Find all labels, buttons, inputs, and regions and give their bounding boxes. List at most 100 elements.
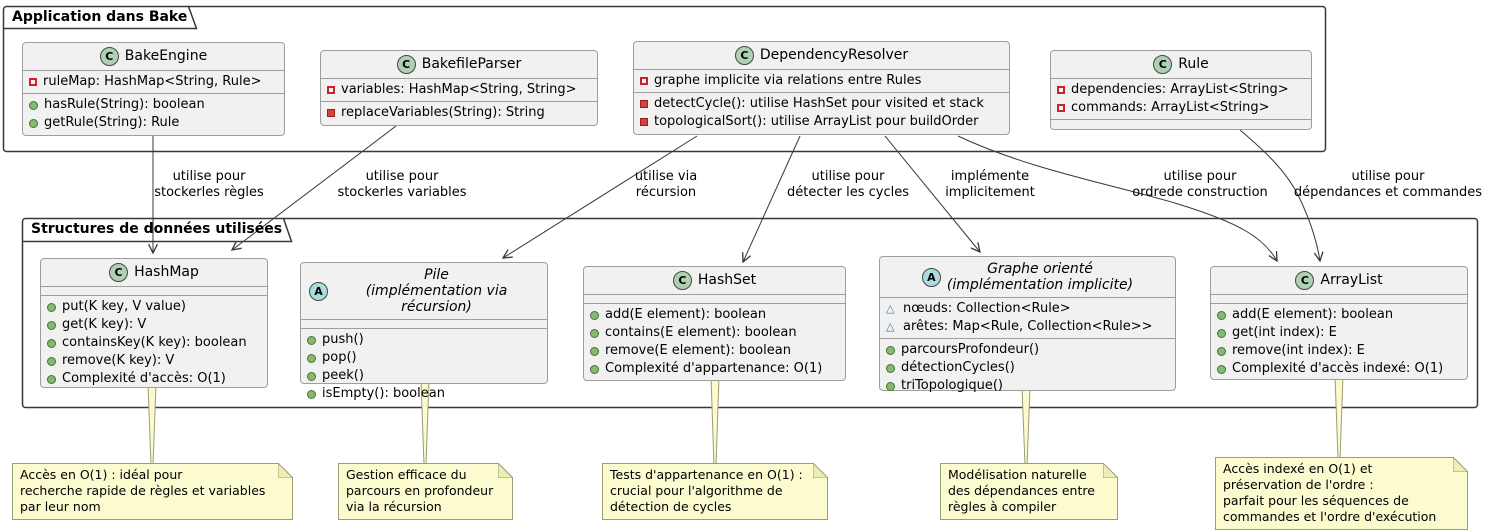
class-member: add(E element): boolean xyxy=(590,306,839,324)
class-graphe-oriente: A Graphe orienté (implémentation implici… xyxy=(879,256,1176,393)
class-header: C DependencyResolver xyxy=(634,42,1009,70)
member-text: getRule(String): Rule xyxy=(44,115,180,130)
class-member: remove(K key): V xyxy=(47,352,261,370)
class-icon: C xyxy=(109,263,129,282)
edge-rule-arraylist xyxy=(1239,129,1320,261)
note-connector-hashset xyxy=(710,376,720,466)
fields-section-empty xyxy=(301,320,547,329)
methods-section: detectCycle(): utilise HashSet pour visi… xyxy=(634,93,1009,134)
class-member: arêtes: Map<Rule, Collection<Rule>> xyxy=(886,318,1169,336)
class-member: isEmpty(): boolean xyxy=(307,385,541,403)
class-member: Complexité d'appartenance: O(1) xyxy=(590,360,839,378)
class-name: Rule xyxy=(1178,56,1209,72)
fields-section: variables: HashMap<String, String> xyxy=(321,79,597,102)
class-member: replaceVariables(String): String xyxy=(327,104,591,122)
member-text: replaceVariables(String): String xyxy=(341,105,545,120)
class-header: A Pile (implémentation via récursion) xyxy=(301,263,547,320)
private-field-icon xyxy=(1057,104,1065,112)
edge-dependencyresolver-arraylist xyxy=(957,135,1277,261)
public-method-icon xyxy=(590,364,599,374)
member-text: graphe implicite via relations entre Rul… xyxy=(654,73,922,88)
public-method-icon xyxy=(47,320,56,330)
member-text: containsKey(K key): boolean xyxy=(62,335,247,350)
class-member: commands: ArrayList<String> xyxy=(1057,99,1305,117)
package-title-application: Application dans Bake xyxy=(12,9,188,25)
class-member: Complexité d'accès: O(1) xyxy=(47,370,261,388)
note-pile: Gestion efficace du parcours en profonde… xyxy=(338,463,513,520)
class-member: remove(E element): boolean xyxy=(590,342,839,360)
note-fold-icon xyxy=(1103,463,1118,478)
member-text: get(int index): E xyxy=(1232,325,1337,340)
class-member: parcoursProfondeur() xyxy=(886,341,1169,359)
public-method-icon xyxy=(47,356,56,366)
class-member: Complexité d'accès indexé: O(1) xyxy=(1217,360,1461,378)
public-method-icon xyxy=(590,328,599,338)
member-text: put(K key, V value) xyxy=(62,299,186,314)
class-icon: C xyxy=(734,46,754,65)
class-icon: C xyxy=(672,271,692,290)
member-text: contains(E element): boolean xyxy=(605,325,797,340)
class-name: ArrayList xyxy=(1320,272,1383,288)
class-member: peek() xyxy=(307,367,541,385)
class-icon: C xyxy=(99,47,119,66)
member-text: arêtes: Map<Rule, Collection<Rule>> xyxy=(903,319,1153,334)
fields-section-empty xyxy=(584,295,845,304)
class-name: DependencyResolver xyxy=(759,47,909,63)
class-member: ruleMap: HashMap<String, Rule> xyxy=(29,73,278,91)
class-name: Graphe orienté (implémentation implicite… xyxy=(946,261,1134,293)
member-text: commands: ArrayList<String> xyxy=(1071,100,1270,115)
member-text: dependencies: ArrayList<String> xyxy=(1071,82,1289,97)
methods-section: put(K key, V value) get(K key): V contai… xyxy=(41,296,267,390)
class-member: getRule(String): Rule xyxy=(29,114,278,132)
note-fold-icon xyxy=(813,463,828,478)
edge-dependencyresolver-graphe xyxy=(884,135,980,252)
member-text: ruleMap: HashMap<String, Rule> xyxy=(43,74,262,89)
methods-section: hasRule(String): boolean getRule(String)… xyxy=(23,94,284,135)
class-member: get(K key): V xyxy=(47,316,261,334)
class-member: dependencies: ArrayList<String> xyxy=(1057,81,1305,99)
edge-dependencyresolver-pile xyxy=(503,135,698,258)
class-header: C Rule xyxy=(1051,51,1311,79)
note-fold-icon xyxy=(278,463,293,478)
abstract-class-icon: A xyxy=(921,267,941,287)
class-hashmap: C HashMap put(K key, V value) get(K key)… xyxy=(40,258,268,388)
member-text: remove(E element): boolean xyxy=(605,343,791,358)
methods-section: parcoursProfondeur() détectionCycles() t… xyxy=(880,339,1175,397)
member-text: topologicalSort(): utilise ArrayList pou… xyxy=(654,114,979,129)
fields-section-empty xyxy=(1211,295,1467,304)
public-method-icon xyxy=(307,389,316,399)
note-connector-hashmap xyxy=(147,383,157,466)
class-member: detectCycle(): utilise HashSet pour visi… xyxy=(640,95,1003,113)
note-graphe: Modélisation naturelle des dépendances e… xyxy=(940,463,1118,520)
class-rule: C Rule dependencies: ArrayList<String> c… xyxy=(1050,50,1312,130)
public-method-icon xyxy=(1217,364,1226,374)
class-header: C HashMap xyxy=(41,259,267,287)
private-field-icon xyxy=(29,78,37,86)
public-method-icon xyxy=(590,346,599,356)
note-connector-arraylist xyxy=(1334,375,1344,460)
fields-section-empty xyxy=(41,287,267,296)
class-header: C ArrayList xyxy=(1211,267,1467,295)
class-hashset: C HashSet add(E element): boolean contai… xyxy=(583,266,846,381)
class-name: Pile (implémentation via récursion) xyxy=(365,267,508,315)
class-member: hasRule(String): boolean xyxy=(29,96,278,114)
member-text: remove(int index): E xyxy=(1232,343,1365,358)
private-method-icon xyxy=(327,109,335,117)
member-text: triTopologique() xyxy=(901,378,1004,393)
class-member: add(E element): boolean xyxy=(1217,306,1461,324)
edge-bakefileparser-hashmap xyxy=(232,125,397,250)
public-method-icon xyxy=(307,353,316,363)
fields-section: graphe implicite via relations entre Rul… xyxy=(634,70,1009,93)
methods-section: push() pop() peek() isEmpty(): boolean xyxy=(301,329,547,405)
member-text: variables: HashMap<String, String> xyxy=(341,82,577,97)
public-method-icon xyxy=(1217,310,1226,320)
public-method-icon xyxy=(886,381,895,391)
class-dependencyresolver: C DependencyResolver graphe implicite vi… xyxy=(633,41,1010,135)
class-member: nœuds: Collection<Rule> xyxy=(886,300,1169,318)
class-member: push() xyxy=(307,331,541,349)
class-icon: C xyxy=(396,55,416,74)
member-text: hasRule(String): boolean xyxy=(44,97,205,112)
edge-dependencyresolver-hashset xyxy=(743,135,801,262)
